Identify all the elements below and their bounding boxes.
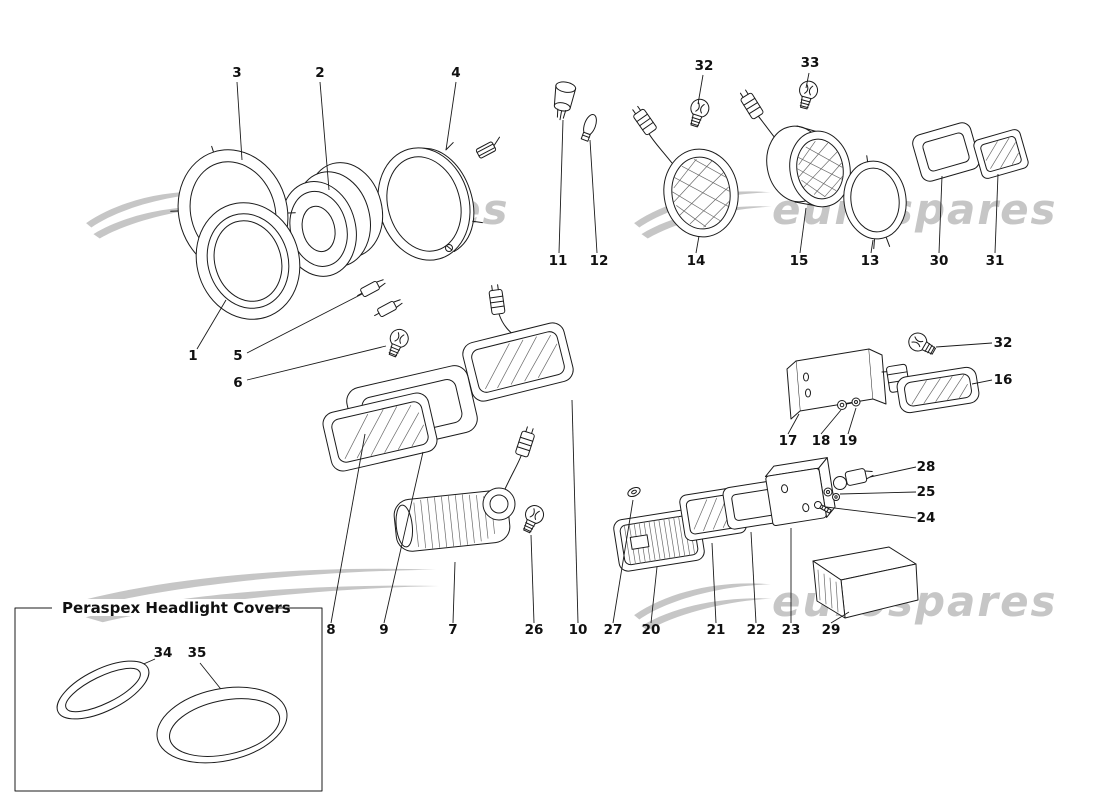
callout-31: 31 — [986, 253, 1005, 269]
callout-33: 33 — [801, 55, 820, 71]
callout-7: 7 — [448, 622, 457, 638]
part-25-washers — [823, 487, 840, 501]
callout-15: 15 — [790, 253, 809, 269]
callout-30: 30 — [930, 253, 949, 269]
part-32-bulb-right — [905, 329, 939, 360]
callout-5: 5 — [233, 348, 242, 364]
part-5-bulb-holders — [357, 279, 403, 317]
callout-16: 16 — [994, 372, 1013, 388]
part-12-bulb — [580, 113, 597, 142]
callout-28: 28 — [917, 459, 936, 475]
part-24-screw — [814, 501, 832, 514]
part-4-housing — [377, 136, 501, 261]
part-26-bulb — [518, 502, 547, 536]
part-30-bezel — [912, 122, 980, 182]
callout-22: 22 — [747, 622, 766, 638]
callout-4: 4 — [451, 65, 460, 81]
part-27-clip — [627, 486, 641, 498]
leader-lines — [122, 72, 999, 694]
callout-26: 26 — [525, 622, 544, 638]
callout-14: 14 — [687, 253, 706, 269]
callout-20: 20 — [642, 622, 661, 638]
callout-11: 11 — [549, 253, 568, 269]
callout-6: 6 — [233, 375, 242, 391]
callout-32-top: 32 — [695, 58, 714, 74]
callout-34: 34 — [154, 645, 173, 661]
part-2-lens-unit — [280, 162, 384, 277]
callout-3: 3 — [232, 65, 241, 81]
part-23-housing — [764, 457, 836, 526]
callout-8: 8 — [326, 622, 335, 638]
part-16-side-lamp — [886, 363, 980, 414]
part-18-19-fasteners — [837, 397, 861, 410]
callout-10: 10 — [569, 622, 588, 638]
callout-17: 17 — [779, 433, 798, 449]
inset-title-backdrop — [52, 599, 266, 616]
callout-21: 21 — [707, 622, 726, 638]
inset-peraspex-box: Peraspex Headlight Covers — [14, 599, 323, 792]
callout-1: 1 — [188, 348, 197, 364]
callout-23: 23 — [782, 622, 801, 638]
callout-12: 12 — [590, 253, 609, 269]
callout-29: 29 — [822, 622, 841, 638]
callout-9: 9 — [379, 622, 388, 638]
part-17-bracket — [786, 348, 901, 420]
inset-title: Peraspex Headlight Covers — [62, 599, 291, 617]
part-33-bulb — [794, 78, 821, 111]
part-9-lens — [322, 392, 438, 472]
callout-19: 19 — [839, 433, 858, 449]
part-6-bulb — [383, 326, 412, 360]
part-13-rim — [843, 155, 907, 250]
part-35-headlight-cover — [156, 686, 288, 764]
part-10-lamp-assembly — [462, 283, 574, 402]
callout-13: 13 — [861, 253, 880, 269]
callout-24: 24 — [917, 510, 936, 526]
part-11-socket — [553, 81, 577, 121]
part-7-front-turn-signal — [393, 425, 537, 552]
part-14-round-lamp — [629, 103, 739, 238]
callouts: 3 2 4 32 33 1 5 6 11 12 14 15 13 30 31 3… — [154, 55, 1013, 661]
callout-32-right: 32 — [994, 335, 1013, 351]
part-15-lamp — [736, 87, 851, 208]
callout-25: 25 — [917, 484, 936, 500]
callout-18: 18 — [812, 433, 831, 449]
part-1-inner-rim — [195, 202, 301, 320]
callout-27: 27 — [604, 622, 623, 638]
part-29-fog-housing — [812, 546, 919, 619]
part-31-lens — [973, 129, 1029, 179]
part-28-bulb-holder — [833, 468, 874, 490]
callout-35: 35 — [188, 645, 207, 661]
part-34-cover-gasket — [56, 660, 150, 720]
callout-2: 2 — [315, 65, 324, 81]
